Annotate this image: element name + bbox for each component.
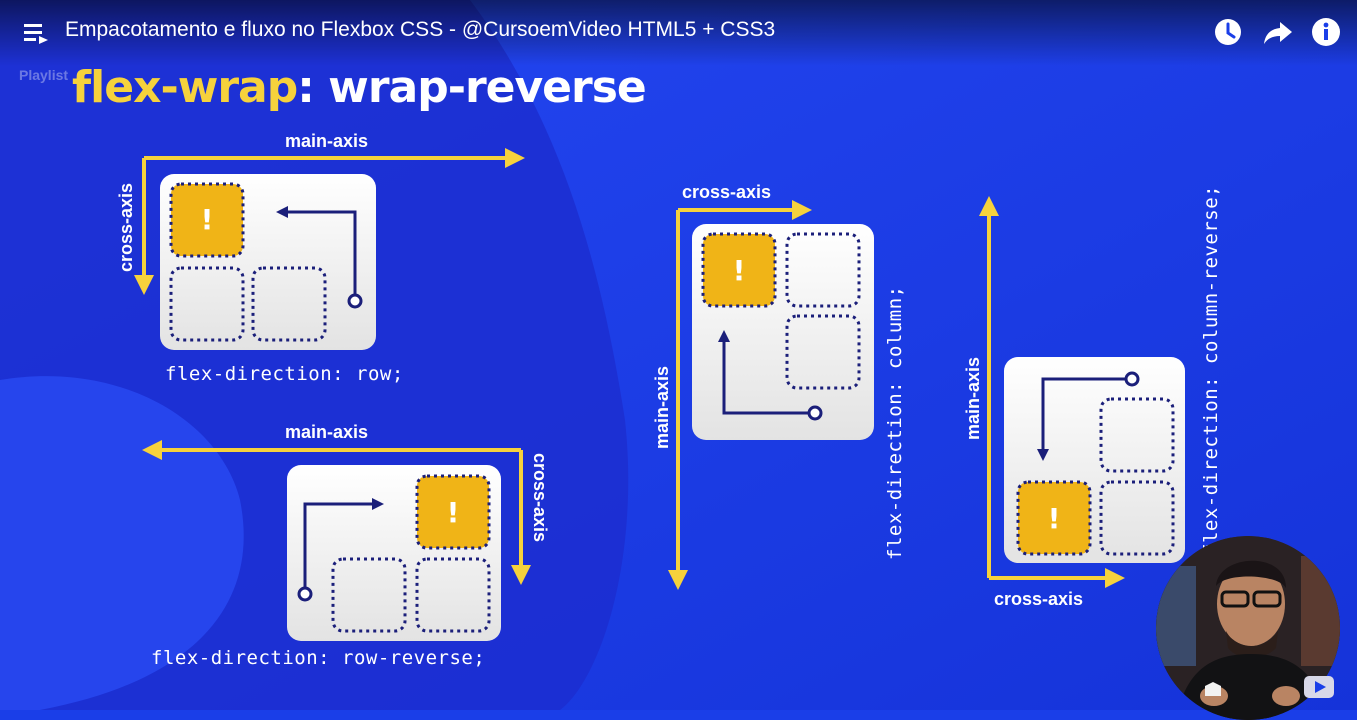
cross-axis-label: cross-axis	[116, 182, 136, 272]
flex-item	[785, 314, 861, 390]
webcam-badge-icon	[1205, 682, 1221, 696]
watch-later-icon[interactable]	[1212, 16, 1244, 48]
slide-heading: flex-wrap: wrap-reverse	[72, 62, 647, 113]
flex-item-highlighted	[169, 182, 245, 258]
exclamation-mark: !	[201, 203, 214, 236]
code-label-row-reverse: flex-direction: row-reverse;	[151, 647, 486, 669]
flex-item	[251, 266, 327, 342]
cross-axis-label: cross-axis	[682, 182, 772, 202]
flow-arrow	[718, 330, 808, 415]
heading-value: : wrap-reverse	[297, 62, 647, 113]
flex-item	[331, 557, 407, 633]
exclamation-mark: !	[1048, 502, 1061, 535]
main-axis-label: main-axis	[963, 356, 983, 440]
flex-item	[1099, 397, 1175, 473]
diagram-row-reverse	[142, 440, 531, 641]
main-axis-label: main-axis	[652, 365, 672, 449]
main-axis-label: main-axis	[285, 131, 369, 151]
share-icon[interactable]	[1262, 16, 1294, 48]
code-label-row: flex-direction: row;	[165, 363, 404, 385]
flex-item	[415, 557, 491, 633]
diagram-column-reverse	[979, 196, 1185, 588]
info-icon[interactable]	[1310, 16, 1342, 48]
flex-item	[1099, 480, 1175, 556]
flow-start-dot	[347, 293, 363, 309]
flow-arrow	[303, 498, 384, 588]
heading-keyword: flex-wrap	[72, 62, 298, 113]
player-top-bar	[0, 0, 1357, 66]
playlist-icon[interactable]	[22, 20, 54, 52]
flow-arrow	[1037, 377, 1126, 461]
diagram-row	[134, 148, 525, 350]
flex-item-highlighted	[1016, 480, 1092, 556]
code-label-column-reverse: flex-direction: column-reverse;	[1200, 184, 1222, 555]
flex-item	[169, 266, 245, 342]
flow-start-dot	[297, 586, 313, 602]
flow-start-dot	[1124, 371, 1140, 387]
playlist-label: Playlist	[19, 67, 69, 83]
flex-item-highlighted	[701, 232, 777, 308]
flow-start-dot	[807, 405, 823, 421]
video-title[interactable]: Empacotamento e fluxo no Flexbox CSS - @…	[65, 18, 776, 41]
cross-axis-label: cross-axis	[994, 589, 1084, 609]
code-label-column: flex-direction: column;	[884, 285, 906, 560]
flow-arrow	[276, 206, 357, 295]
channel-logo-icon	[1304, 676, 1334, 698]
flex-item	[785, 232, 861, 308]
exclamation-mark: !	[447, 496, 460, 529]
flex-item-highlighted	[415, 474, 491, 550]
exclamation-mark: !	[733, 254, 746, 287]
cross-axis-label: cross-axis	[530, 453, 550, 543]
main-axis-label: main-axis	[285, 422, 369, 442]
diagram-column	[668, 200, 874, 590]
